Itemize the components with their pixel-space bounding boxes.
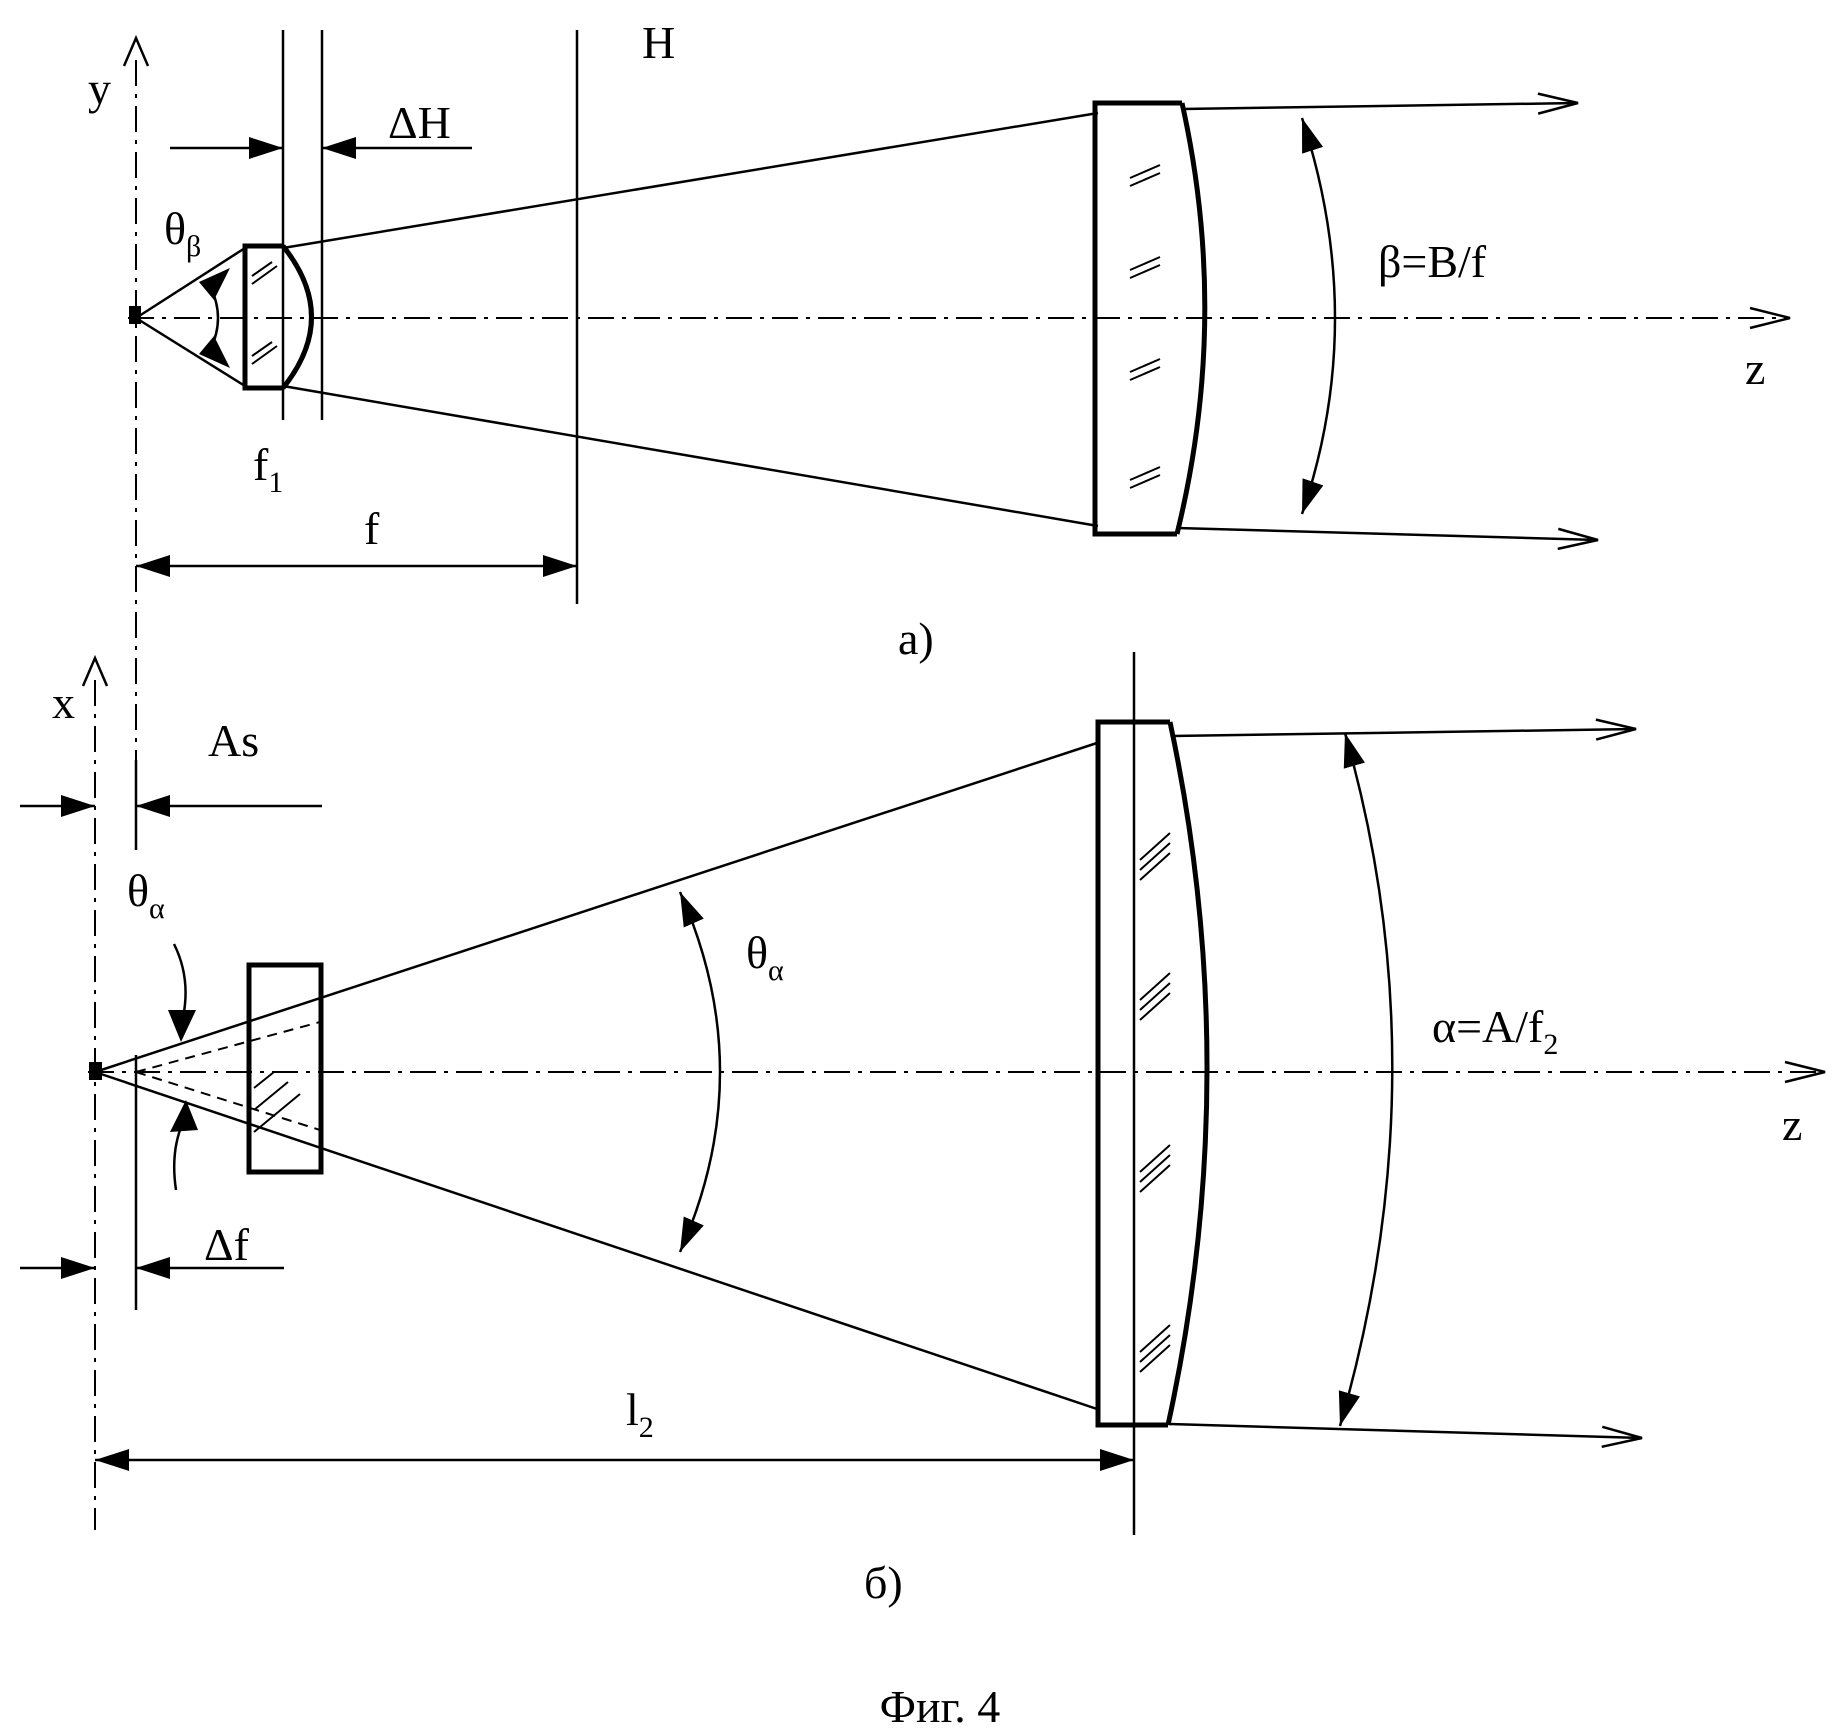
- large-lens-b: [1098, 722, 1207, 1425]
- theta-alpha-label-center: θα: [746, 927, 784, 987]
- output-ray: [1170, 1424, 1642, 1438]
- part-a-diagram: y H ΔH θβ β=B/f z f1 f а): [88, 17, 1790, 840]
- h-label: H: [642, 17, 675, 68]
- y-axis-label: y: [88, 63, 111, 114]
- theta-alpha-arrowhead-top: [168, 1010, 196, 1042]
- output-ray: [1172, 729, 1636, 736]
- alpha-angle-arc: [1340, 733, 1392, 1426]
- beta-formula-label: β=B/f: [1378, 236, 1487, 287]
- caption-a: а): [898, 613, 934, 664]
- f-label: f: [364, 503, 380, 554]
- output-ray: [1182, 103, 1578, 109]
- theta-beta-arrowhead-bottom: [199, 336, 230, 368]
- part-b-diagram: x As θα θα α=A/f2 z Δf l2 б): [20, 652, 1825, 1608]
- beta-angle-arc: [1302, 118, 1335, 514]
- delta-f-label: Δf: [204, 1219, 250, 1270]
- output-ray: [1177, 528, 1598, 540]
- l2-label: l2: [626, 1384, 654, 1444]
- theta-alpha-label-left: θα: [127, 865, 165, 925]
- theta-beta-label: θβ: [164, 203, 201, 263]
- x-axis-label: x: [52, 677, 75, 728]
- alpha-formula-label: α=A/f2: [1432, 1001, 1558, 1061]
- caption-b: б): [864, 1557, 903, 1608]
- figure-caption: Фиг. 4: [880, 1681, 1001, 1732]
- z-axis-label-b: z: [1782, 1099, 1802, 1150]
- z-axis-label-a: z: [1745, 343, 1765, 394]
- ray: [283, 386, 1098, 526]
- ray: [136, 318, 245, 386]
- delta-h-label: ΔH: [388, 97, 451, 148]
- theta-beta-arrowhead-top: [199, 268, 230, 300]
- f1-label: f1: [253, 439, 283, 499]
- ray: [95, 742, 1100, 1072]
- as-label: As: [208, 715, 259, 766]
- small-optical-element-b: [249, 965, 321, 1172]
